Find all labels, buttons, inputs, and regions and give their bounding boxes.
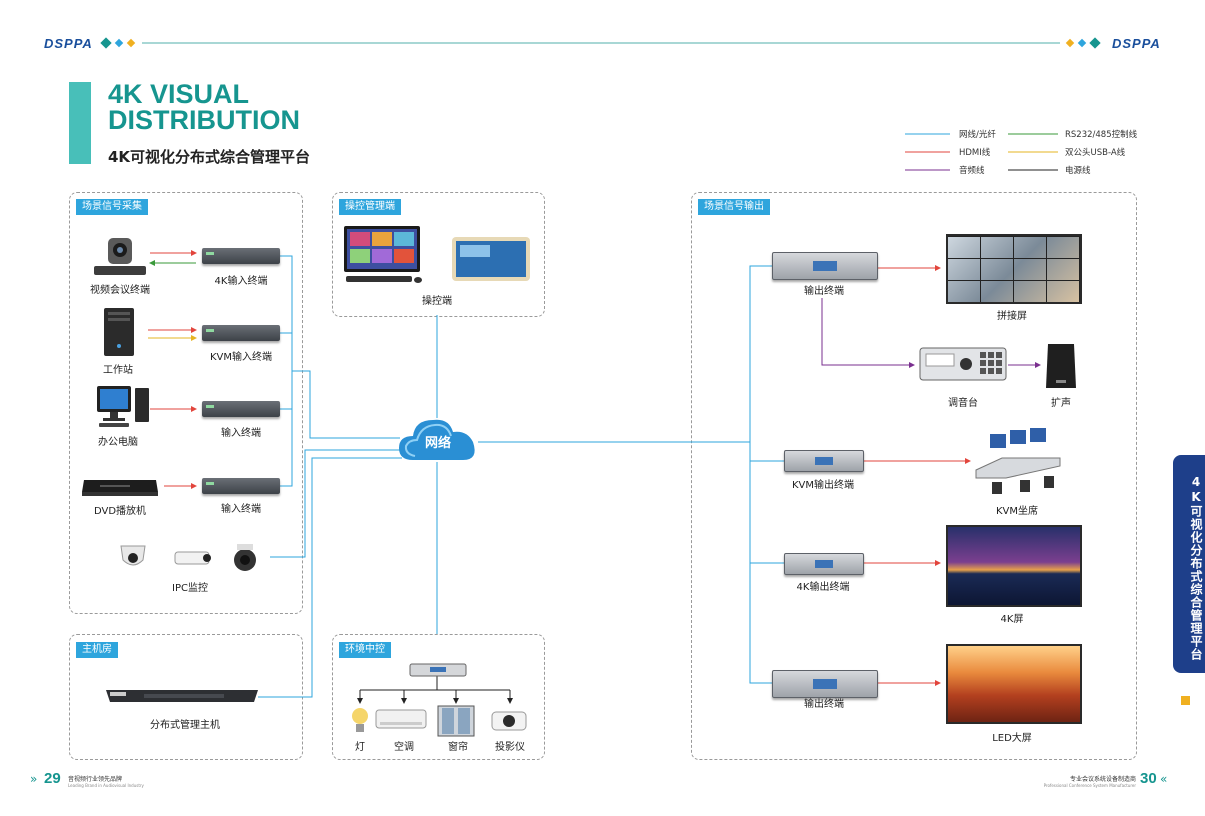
kvm-input-label: KVM输入终端 xyxy=(209,352,273,363)
dvd-player-label: DVD播放机 xyxy=(93,506,147,517)
led-screen-label: LED大屏 xyxy=(992,733,1032,744)
control-panel xyxy=(332,192,545,317)
workstation-label: 工作站 xyxy=(103,365,133,376)
input-terminal-1-label: 输入终端 xyxy=(221,428,261,439)
env-panel-tag: 环境中控 xyxy=(339,642,391,658)
capture-panel xyxy=(69,192,303,614)
brand-logo-right: DSPPA xyxy=(1112,36,1161,51)
kvm-seat-label: KVM坐席 xyxy=(995,506,1039,517)
input-4k-terminal-device xyxy=(202,248,280,264)
footer-left-chevron-icon: » xyxy=(30,772,38,786)
footer-right-subtitle: Professional Conference System Manufactu… xyxy=(1043,783,1136,788)
host-server-icon xyxy=(106,690,258,702)
console-label: 操控端 xyxy=(422,296,452,307)
host-panel-tag: 主机房 xyxy=(76,642,118,658)
legend-power: 电源线 xyxy=(1065,166,1091,176)
input-terminal-1-device xyxy=(202,401,280,417)
console-monitor-icon xyxy=(344,226,422,283)
video-conference-camera-icon xyxy=(94,238,146,275)
title-accent-bar xyxy=(69,82,91,164)
page-subtitle: 4K可视化分布式综合管理平台 xyxy=(108,148,311,166)
brand-logo-left: DSPPA xyxy=(44,36,93,51)
office-pc-label: 办公电脑 xyxy=(98,437,138,448)
host-server-label: 分布式管理主机 xyxy=(150,720,220,731)
line-legend: 网线/光纤 RS232/485控制线 HDMI线 双公头USB-A线 音频线 电… xyxy=(905,128,1145,178)
footer-right-text: 专业会议系统设备制造商 Professional Conference Syst… xyxy=(1036,774,1136,788)
dvd-player-icon xyxy=(82,480,158,496)
screen-4k-image xyxy=(946,525,1082,607)
env-panel xyxy=(332,634,545,760)
legend-network: 网线/光纤 xyxy=(959,130,996,140)
control-panel-tag: 操控管理端 xyxy=(339,199,401,215)
output-panel xyxy=(691,192,1137,760)
output-4k-terminal-device xyxy=(784,553,864,575)
network-label: 网络 xyxy=(424,436,451,451)
office-pc-icon xyxy=(97,386,149,427)
video-conference-label: 视频会议终端 xyxy=(90,285,150,296)
output-terminal-1-device xyxy=(772,252,878,280)
page-title-line2: DISTRIBUTION xyxy=(108,105,300,135)
mixer-label: 调音台 xyxy=(948,398,978,409)
footer-right-chevron-icon: « xyxy=(1160,772,1168,786)
header-rule xyxy=(100,37,1101,49)
ac-label: 空调 xyxy=(394,742,414,753)
input-terminal-2-label: 输入终端 xyxy=(221,504,261,515)
projector-label: 投影仪 xyxy=(495,742,525,753)
page-number-left: 29 xyxy=(44,770,61,787)
legend-usb: 双公头USB-A线 xyxy=(1065,148,1126,158)
legend-audio: 音频线 xyxy=(959,166,985,176)
output-terminal-1-label: 输出终端 xyxy=(804,286,844,297)
lamp-label: 灯 xyxy=(355,742,365,753)
speaker-label: 扩声 xyxy=(1051,398,1071,409)
side-section-tab[interactable]: 4K可视化分布式综合管理平台 xyxy=(1173,455,1205,673)
workstation-icon xyxy=(104,308,134,356)
splice-screen-label: 拼接屏 xyxy=(997,311,1027,322)
capture-panel-tag: 场景信号采集 xyxy=(76,199,148,215)
side-accent-square xyxy=(1181,696,1190,705)
ipc-label: IPC监控 xyxy=(172,583,208,594)
input-4k-label: 4K输入终端 xyxy=(214,276,268,287)
console-tablet-icon xyxy=(452,237,530,281)
kvm-seat-icon xyxy=(975,428,1061,494)
output-terminal-2-device xyxy=(772,670,878,698)
output-panel-tag: 场景信号输出 xyxy=(698,199,770,215)
env-controller-icon xyxy=(409,663,467,677)
page-title-line1: 4K VISUAL xyxy=(108,79,250,109)
footer-left-title: 音视频行业领先品牌 xyxy=(68,776,123,783)
footer-left-subtitle: Leading Brand in Audiovisual Industry xyxy=(68,783,144,788)
kvm-output-label: KVM输出终端 xyxy=(791,480,855,491)
network-cloud-icon xyxy=(399,419,475,460)
output-terminal-2-label: 输出终端 xyxy=(804,699,844,710)
led-screen-image xyxy=(946,644,1082,724)
curtain-label: 窗帘 xyxy=(448,742,468,753)
legend-rs232: RS232/485控制线 xyxy=(1065,130,1138,140)
splice-screen-image xyxy=(946,234,1082,304)
footer-right-title: 专业会议系统设备制造商 xyxy=(1069,776,1136,783)
kvm-input-terminal-device xyxy=(202,325,280,341)
env-device-icons xyxy=(352,705,527,737)
screen-4k-label: 4K屏 xyxy=(1000,614,1024,625)
mixer-icon xyxy=(919,347,1007,381)
speaker-icon xyxy=(1046,344,1076,388)
legend-hdmi: HDMI线 xyxy=(959,148,991,158)
footer-left-text: 音视频行业领先品牌 Leading Brand in Audiovisual I… xyxy=(68,774,144,788)
ipc-camera-icons xyxy=(120,544,256,571)
kvm-output-terminal-device xyxy=(784,450,864,472)
output-4k-label: 4K输出终端 xyxy=(796,582,850,593)
page-number-right: 30 xyxy=(1140,770,1157,787)
input-terminal-2-device xyxy=(202,478,280,494)
